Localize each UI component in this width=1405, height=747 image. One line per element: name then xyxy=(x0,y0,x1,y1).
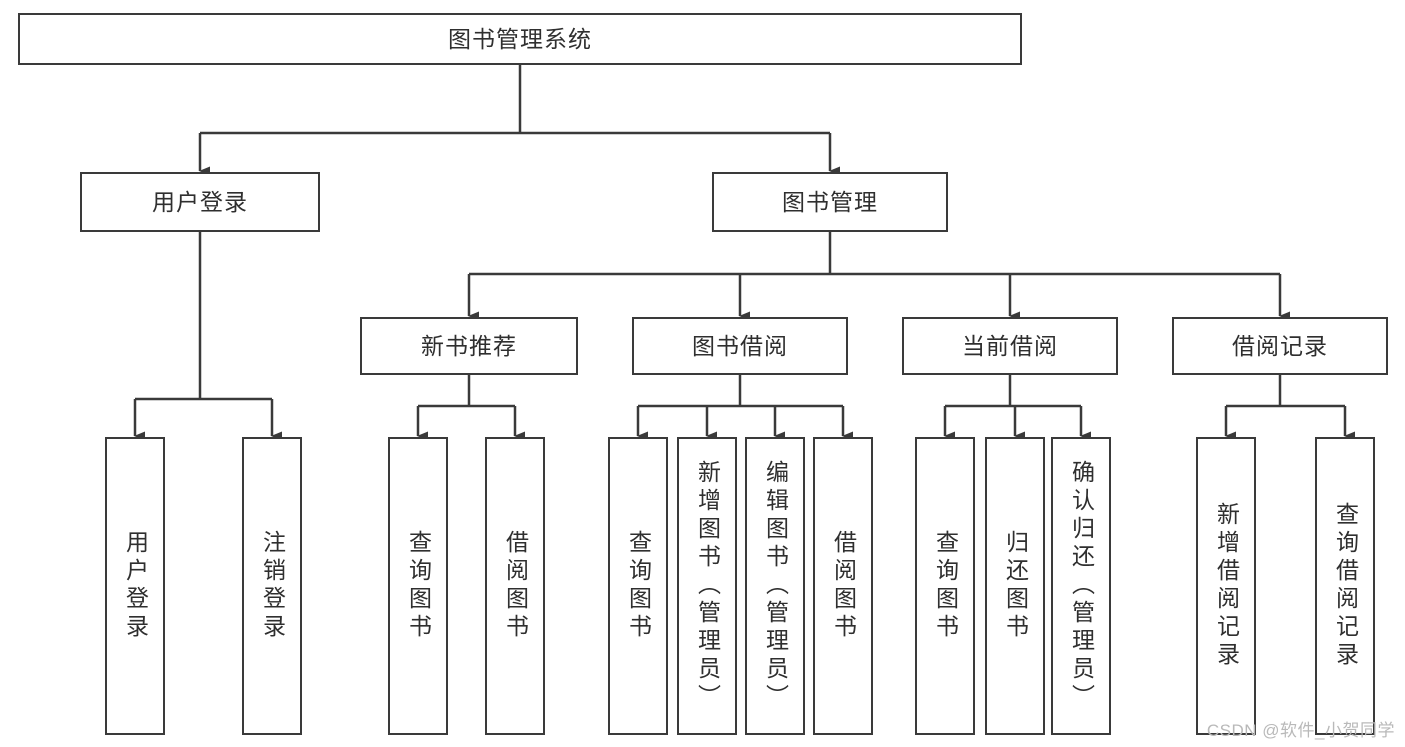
node-label: 当前借阅 xyxy=(962,332,1058,359)
node-label: 借阅图书 xyxy=(502,530,529,642)
leaf-query-books-recommend[interactable]: 查询图书 xyxy=(388,437,448,735)
node-borrow-records[interactable]: 借阅记录 xyxy=(1172,317,1388,375)
node-book-management[interactable]: 图书管理 xyxy=(712,172,948,232)
node-label: 新增图书（管理员） xyxy=(694,460,721,712)
node-label: 新增借阅记录 xyxy=(1213,502,1240,670)
node-label: 新书推荐 xyxy=(421,332,517,359)
leaf-query-books-borrow[interactable]: 查询图书 xyxy=(608,437,668,735)
node-label: 借阅记录 xyxy=(1232,332,1328,359)
node-label: 查询借阅记录 xyxy=(1332,502,1359,670)
node-label: 用户登录 xyxy=(122,530,149,642)
node-root[interactable]: 图书管理系统 xyxy=(18,13,1022,65)
node-label: 借阅图书 xyxy=(830,530,857,642)
leaf-borrow-book[interactable]: 借阅图书 xyxy=(813,437,873,735)
node-user-login[interactable]: 用户登录 xyxy=(80,172,320,232)
leaf-add-book-admin[interactable]: 新增图书（管理员） xyxy=(677,437,737,735)
leaf-return-book[interactable]: 归还图书 xyxy=(985,437,1045,735)
watermark-text: CSDN @软件_小贺同学 xyxy=(1206,721,1395,740)
node-label: 用户登录 xyxy=(152,188,248,215)
node-book-borrow[interactable]: 图书借阅 xyxy=(632,317,848,375)
leaf-borrow-books-recommend[interactable]: 借阅图书 xyxy=(485,437,545,735)
leaf-user-login[interactable]: 用户登录 xyxy=(105,437,165,735)
leaf-query-books-current[interactable]: 查询图书 xyxy=(915,437,975,735)
node-label: 归还图书 xyxy=(1002,530,1029,642)
node-label: 确认归还（管理员） xyxy=(1068,460,1095,712)
node-label: 查询图书 xyxy=(932,530,959,642)
leaf-confirm-return-admin[interactable]: 确认归还（管理员） xyxy=(1051,437,1111,735)
node-label: 图书借阅 xyxy=(692,332,788,359)
node-label: 注销登录 xyxy=(259,530,286,642)
leaf-logout[interactable]: 注销登录 xyxy=(242,437,302,735)
leaf-query-borrow-record[interactable]: 查询借阅记录 xyxy=(1315,437,1375,735)
node-new-book-recommend[interactable]: 新书推荐 xyxy=(360,317,578,375)
node-current-borrow[interactable]: 当前借阅 xyxy=(902,317,1118,375)
leaf-edit-book-admin[interactable]: 编辑图书（管理员） xyxy=(745,437,805,735)
node-label: 查询图书 xyxy=(625,530,652,642)
leaf-add-borrow-record[interactable]: 新增借阅记录 xyxy=(1196,437,1256,735)
node-label: 查询图书 xyxy=(405,530,432,642)
node-label: 图书管理 xyxy=(782,188,878,215)
node-label: 编辑图书（管理员） xyxy=(762,460,789,712)
node-label: 图书管理系统 xyxy=(448,25,592,52)
